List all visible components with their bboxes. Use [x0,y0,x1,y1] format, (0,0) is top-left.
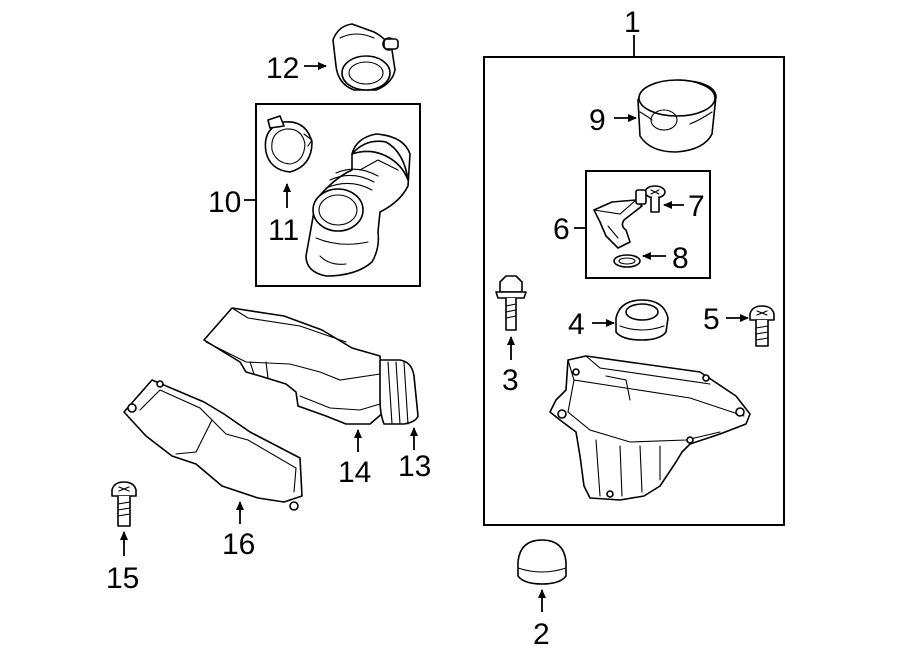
group-box-duct [255,103,421,287]
part-6-airflow-sensor [593,189,647,249]
callout-5: 5 [703,303,720,336]
part-11-clamp [264,115,313,173]
part-8-o-ring [613,254,641,268]
callout-9: 9 [589,104,606,137]
part-7-screw [644,185,666,213]
air-cleaner-housing [549,355,751,501]
callout-1: 1 [624,6,641,39]
callout-15: 15 [106,562,139,595]
callout-6: 6 [553,213,570,246]
callout-11: 11 [268,214,299,247]
part-10-intake-duct [305,133,411,277]
part-12-outlet-tube [332,23,399,91]
callout-13: 13 [398,450,431,483]
callout-7: 7 [688,190,705,223]
group-box-sensor [585,170,711,279]
part-3-bolt [495,275,527,331]
part-9-filter-element [637,79,717,153]
callout-14: 14 [338,456,371,489]
callout-4: 4 [568,308,585,341]
part-2-cap [517,539,567,585]
part-5-screw [749,305,775,347]
part-13-coupler [379,359,419,425]
part-16-lower-duct [123,379,303,511]
callout-12: 12 [266,52,299,85]
part-15-bolt [111,481,137,527]
callout-2: 2 [533,618,550,651]
part-4-grommet [615,299,669,341]
callout-8: 8 [672,242,689,275]
callout-3: 3 [502,364,519,397]
callout-10: 10 [208,186,241,219]
callout-16: 16 [222,528,255,561]
part-14-air-duct [203,307,385,425]
